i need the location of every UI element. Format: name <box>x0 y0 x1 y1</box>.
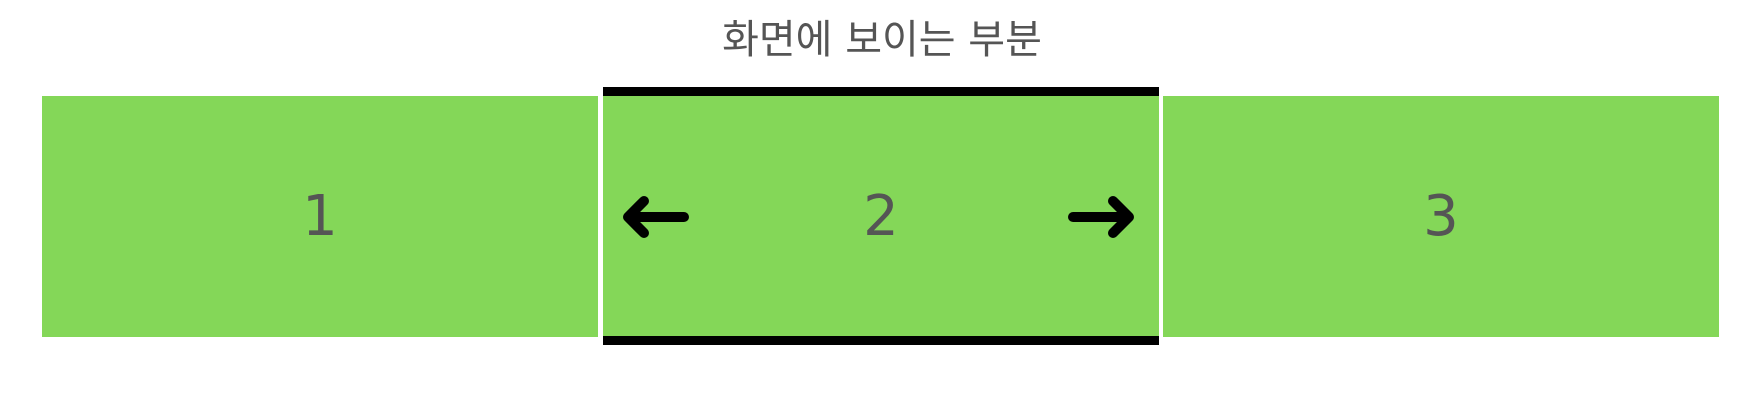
slide-3: 3 <box>1163 96 1719 337</box>
slide-number: 2 <box>863 183 899 249</box>
slide-number: 3 <box>1423 184 1459 249</box>
slide-2-visible-viewport: 2 <box>603 87 1159 345</box>
slide-number: 1 <box>302 184 338 249</box>
arrow-left-icon <box>623 196 689 238</box>
arrow-right-icon <box>1068 196 1134 238</box>
slide-1: 1 <box>42 96 598 337</box>
visible-area-title: 화면에 보이는 부분 <box>722 17 1042 63</box>
